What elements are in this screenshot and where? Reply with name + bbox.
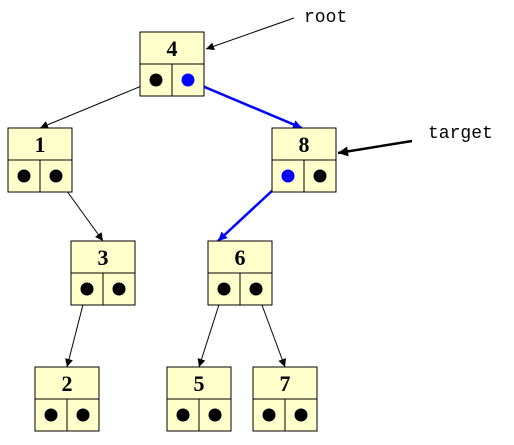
node-value: 7 (280, 371, 291, 396)
right-pointer-dot (208, 408, 222, 422)
left-pointer-dot (17, 169, 31, 183)
left-pointer-dot (44, 408, 58, 422)
left-pointer-dot (217, 282, 231, 296)
tree-node-2: 2 (34, 366, 100, 432)
right-pointer-dot (112, 282, 126, 296)
right-pointer-dot (181, 73, 195, 87)
target-pointer: target (337, 124, 493, 157)
node-value: 5 (194, 371, 205, 396)
node-value: 3 (98, 245, 109, 270)
tree-node-8: 8 (271, 127, 337, 193)
target-pointer-arrow (337, 139, 413, 157)
right-pointer-dot (294, 408, 308, 422)
tree-node-1: 1 (7, 127, 73, 193)
right-pointer-dot (249, 282, 263, 296)
node-value: 1 (35, 132, 46, 157)
node-value: 6 (235, 245, 246, 270)
left-pointer-dot (281, 169, 295, 183)
right-pointer-dot (313, 169, 327, 183)
right-pointer-dot (49, 169, 63, 183)
highlighted-edge-n4-n8 (187, 78, 303, 130)
tree-node-5: 5 (166, 366, 232, 432)
right-pointer-dot (76, 408, 90, 422)
tree-node-4: 4 (139, 31, 205, 97)
node-value: 2 (62, 371, 73, 396)
left-pointer-dot (80, 282, 94, 296)
tree-node-6: 6 (207, 240, 273, 306)
node-value: 4 (167, 36, 178, 61)
target-pointer-label: target (428, 124, 493, 144)
nodes-layer: 4 1 8 3 6 2 5 7 (7, 31, 337, 432)
tree-node-7: 7 (252, 366, 318, 432)
edge-n4-n1 (39, 79, 157, 129)
root-pointer-arrow (205, 17, 295, 51)
node-value: 8 (299, 132, 310, 157)
left-pointer-dot (149, 73, 163, 87)
root-pointer-label: root (304, 8, 347, 28)
root-pointer: root (205, 8, 347, 51)
edges-layer (39, 78, 303, 368)
tree-node-3: 3 (70, 240, 136, 306)
left-pointer-dot (176, 408, 190, 422)
left-pointer-dot (262, 408, 276, 422)
